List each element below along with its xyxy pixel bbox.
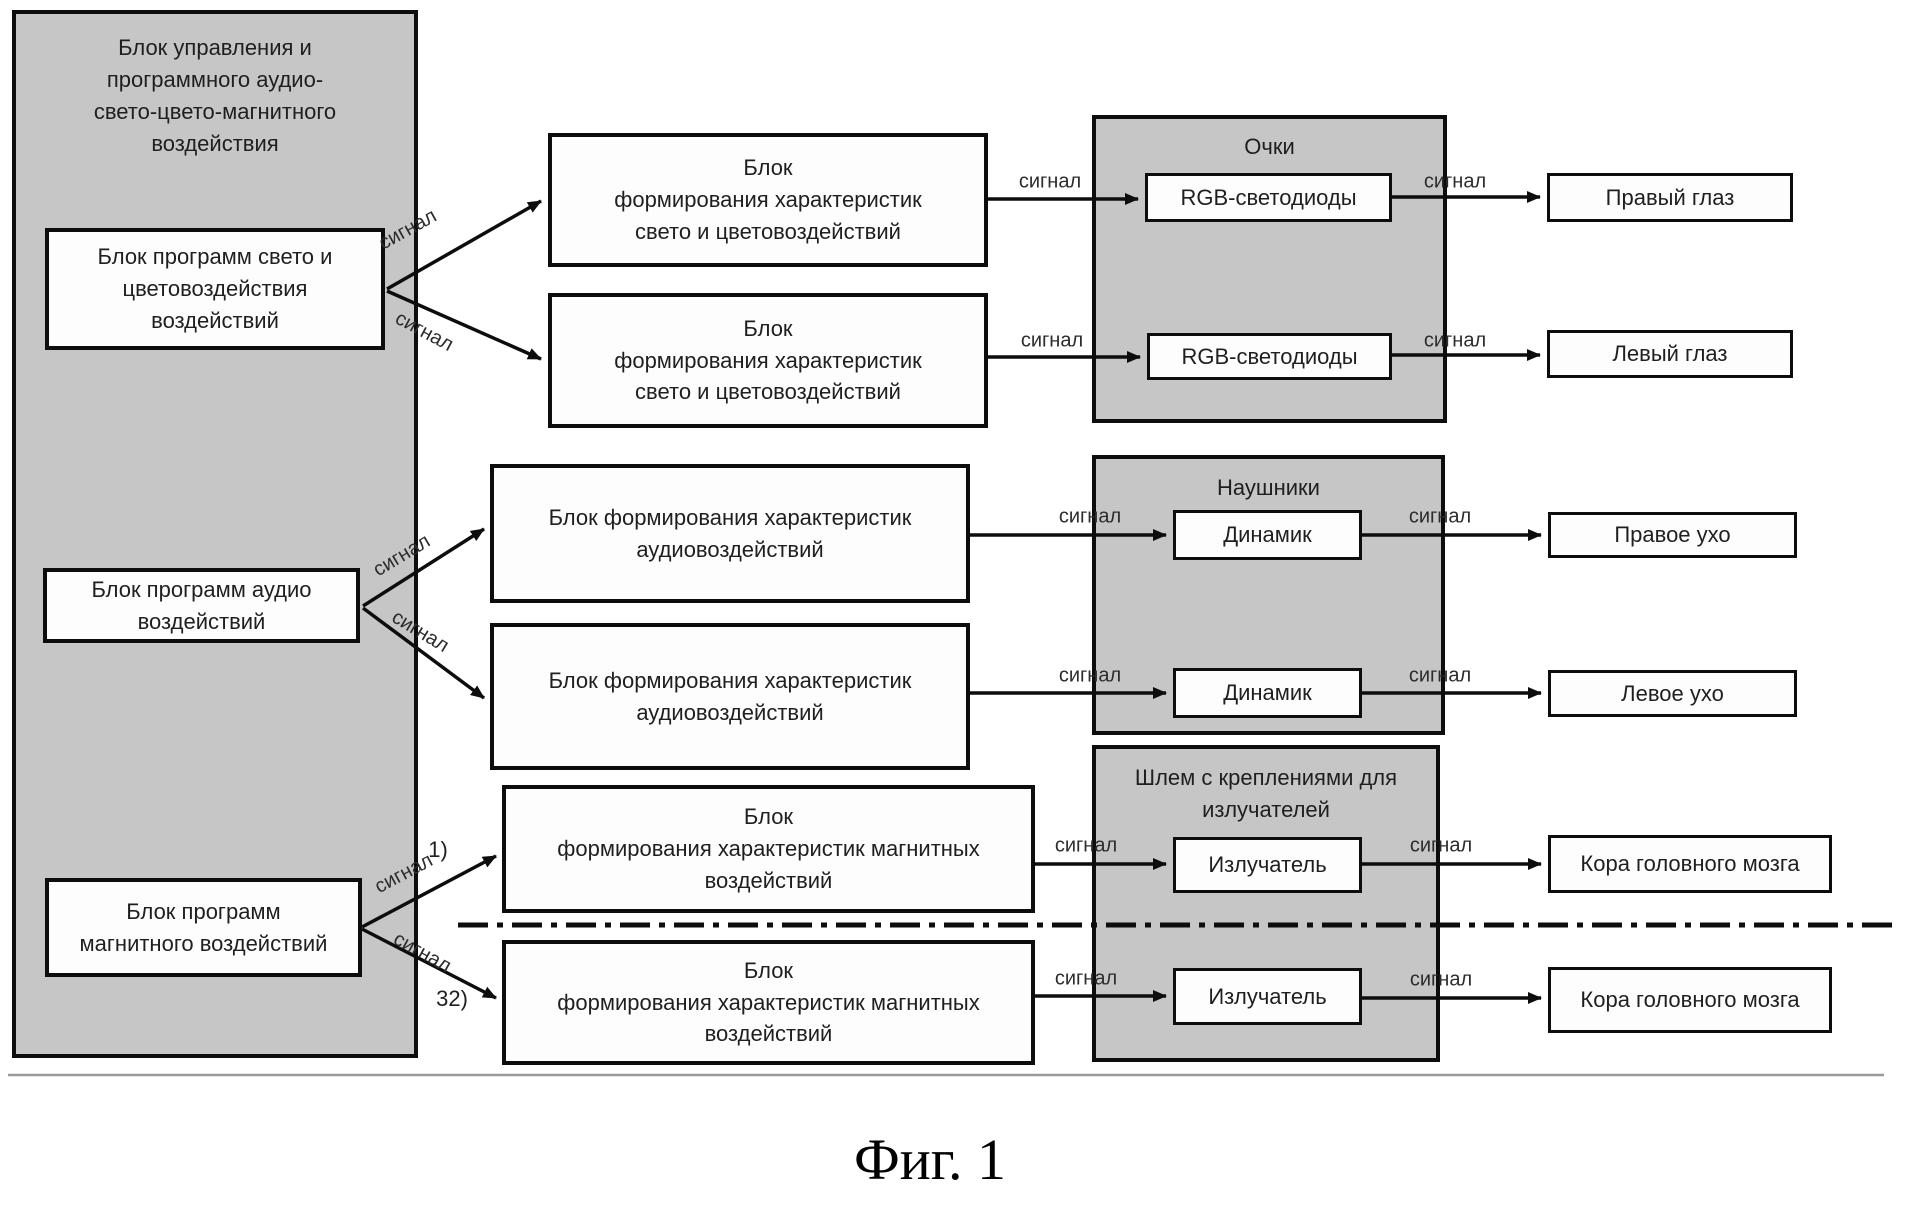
signal-label-h2: сигнал (1423, 170, 1487, 193)
control-unit-title: Блок управления и программного аудио- св… (93, 35, 337, 156)
emitter-32: Излучатель (1173, 968, 1362, 1025)
signal-label-h7: сигнал (1058, 664, 1122, 687)
signal-label-h1: сигнал (1018, 170, 1082, 193)
signal-label-h6: сигнал (1408, 505, 1472, 528)
program-block-light: Блок программ свето и цветовоздействия в… (45, 228, 385, 350)
signal-label-h8: сигнал (1408, 664, 1472, 687)
formation-block-audio-left: Блок формирования характеристик аудиовоз… (490, 623, 970, 770)
emitter-1: Излучатель (1173, 837, 1362, 893)
rgb-led-right: RGB-светодиоды (1145, 173, 1392, 222)
target-left-eye: Левый глаз (1547, 330, 1793, 378)
program-block-magnetic: Блок программ магнитного воздействий (45, 878, 362, 977)
target-cortex-1: Кора головного мозга (1548, 835, 1832, 893)
helmet-group-title: Шлем с креплениями для излучателей (1134, 765, 1398, 822)
speaker-left: Динамик (1173, 668, 1362, 718)
signal-label-h5: сигнал (1058, 505, 1122, 528)
rgb-led-left: RGB-светодиоды (1147, 333, 1392, 380)
channel-label-1: 1) (428, 837, 448, 862)
headphones-group (1092, 455, 1445, 735)
signal-label-h4: сигнал (1423, 329, 1487, 352)
speaker-right: Динамик (1173, 510, 1362, 560)
program-block-audio: Блок программ аудио воздействий (43, 568, 360, 643)
figure-caption: Фиг. 1 (853, 1127, 1007, 1192)
signal-label-h3: сигнал (1020, 329, 1084, 352)
formation-block-audio-right: Блок формирования характеристик аудиовоз… (490, 464, 970, 603)
headphones-group-title: Наушники (1217, 475, 1320, 500)
target-right-ear: Правое ухо (1548, 512, 1797, 558)
signal-label-h11: сигнал (1054, 967, 1118, 990)
signal-label-h12: сигнал (1409, 968, 1473, 991)
target-cortex-32: Кора головного мозга (1548, 967, 1832, 1033)
formation-block-light-left: Блок формирования характеристик свето и … (548, 293, 988, 428)
signal-label-h10: сигнал (1409, 834, 1473, 857)
formation-block-light-right: Блок формирования характеристик свето и … (548, 133, 988, 267)
glasses-group-title: Очки (1244, 134, 1295, 159)
formation-block-magnetic-1: Блок формирования характеристик магнитны… (502, 785, 1035, 913)
target-left-ear: Левое ухо (1548, 670, 1797, 717)
channel-label-32: 32) (436, 986, 468, 1011)
signal-label-h9: сигнал (1054, 834, 1118, 857)
formation-block-magnetic-32: Блок формирования характеристик магнитны… (502, 940, 1035, 1065)
target-right-eye: Правый глаз (1547, 173, 1793, 222)
